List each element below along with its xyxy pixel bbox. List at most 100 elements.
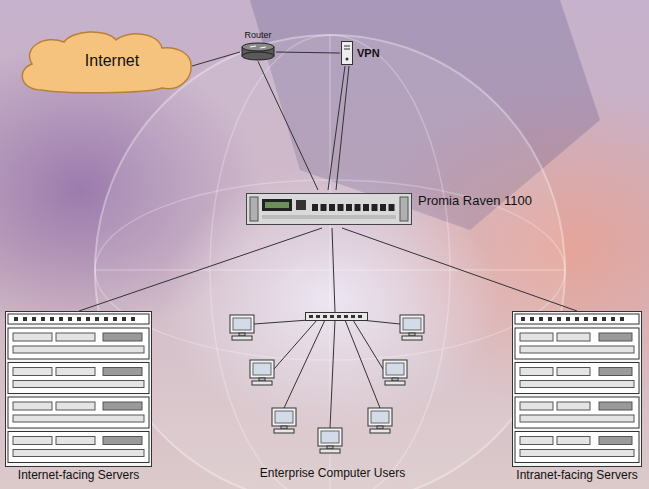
keyboard	[385, 381, 405, 385]
server-rack	[5, 311, 152, 467]
screen	[371, 411, 389, 423]
port-dot	[113, 317, 117, 321]
keyboard	[320, 449, 340, 453]
network-link	[258, 61, 318, 190]
drive-bay	[557, 368, 590, 376]
network-port	[312, 204, 318, 211]
lan-wire	[284, 320, 325, 408]
drive-bay	[13, 415, 144, 422]
screen	[253, 363, 271, 375]
server-unit	[515, 328, 639, 359]
lan-wire	[353, 320, 383, 369]
appliance-icon	[246, 190, 412, 228]
server-unit	[8, 432, 149, 463]
lan-switch	[306, 313, 368, 321]
network-link	[276, 52, 340, 53]
monitor	[272, 408, 296, 426]
switch-unit	[515, 314, 639, 324]
lcd-screen	[265, 202, 289, 208]
monitor	[400, 315, 424, 333]
screen	[386, 363, 404, 375]
drive-bay	[13, 437, 52, 445]
lan-wire	[330, 320, 335, 428]
appliance-body	[247, 194, 412, 225]
computer-icon	[368, 408, 392, 433]
server-unit	[8, 363, 149, 394]
network-link	[332, 228, 335, 312]
globe-meridian	[210, 35, 450, 489]
drive-bay	[56, 368, 95, 376]
port-dot	[566, 317, 570, 321]
drive-bay	[56, 333, 95, 341]
port-dot	[23, 317, 27, 321]
port-dot	[14, 317, 18, 321]
keyboard	[274, 429, 294, 433]
port-dot	[86, 317, 90, 321]
server-unit	[515, 432, 639, 463]
switch-port	[316, 315, 320, 318]
server-unit	[8, 397, 149, 428]
screen	[275, 411, 293, 423]
monitor	[383, 360, 407, 378]
port-dot	[530, 317, 534, 321]
rack-frame	[6, 312, 152, 467]
drive-bay	[520, 368, 553, 376]
port-dot	[521, 317, 525, 321]
port-dot	[620, 317, 624, 321]
network-link	[342, 228, 577, 311]
drive-bay	[13, 450, 144, 457]
lan-wire	[254, 320, 309, 324]
computer-icon	[272, 408, 296, 433]
port-dot	[575, 317, 579, 321]
switch-port	[337, 315, 341, 318]
device-label: Promia Raven 1100	[418, 194, 532, 209]
drive-bay	[599, 402, 632, 410]
vpn-led	[346, 58, 349, 61]
lan-wire	[345, 320, 380, 408]
computer-icon	[250, 360, 274, 385]
port-dot	[104, 317, 108, 321]
drive-bay	[13, 402, 52, 410]
server-unit	[515, 397, 639, 428]
computer-icon	[318, 428, 342, 453]
network-link	[79, 228, 322, 311]
drive-bay	[520, 450, 634, 457]
switch-port	[323, 315, 327, 318]
port-dot	[584, 317, 588, 321]
network-link	[336, 66, 349, 190]
router-base	[242, 52, 274, 60]
network-port	[321, 204, 327, 211]
drive-bay	[520, 415, 634, 422]
screen	[233, 318, 251, 330]
port-dot	[548, 317, 552, 321]
cloud-label: Internet	[67, 52, 139, 70]
switch-port	[344, 315, 348, 318]
drive-bay	[103, 333, 142, 341]
drive-bay	[520, 333, 553, 341]
drive-bay	[13, 368, 52, 376]
device-label: VPN	[357, 47, 380, 60]
router-node: Router	[240, 30, 276, 61]
internet-cloud: Internet	[14, 28, 192, 94]
drive-bay	[56, 402, 95, 410]
network-port	[389, 204, 395, 211]
port-dot	[611, 317, 615, 321]
port-dot	[557, 317, 561, 321]
network-link	[192, 52, 240, 66]
device-label: Router	[244, 30, 271, 40]
user-workstations	[225, 312, 440, 462]
switch-port	[330, 315, 334, 318]
drive-bay	[599, 437, 632, 445]
rack-ear	[400, 197, 408, 221]
switch-port	[358, 315, 362, 318]
drive-bay	[599, 368, 632, 376]
port-dot	[41, 317, 45, 321]
vpn-node: VPN	[340, 40, 380, 66]
router-icon	[240, 41, 276, 61]
keyboard	[370, 429, 390, 433]
server-unit	[515, 363, 639, 394]
rack-ear	[250, 197, 258, 221]
drive-bay	[103, 402, 142, 410]
lcd-panel	[262, 199, 292, 211]
